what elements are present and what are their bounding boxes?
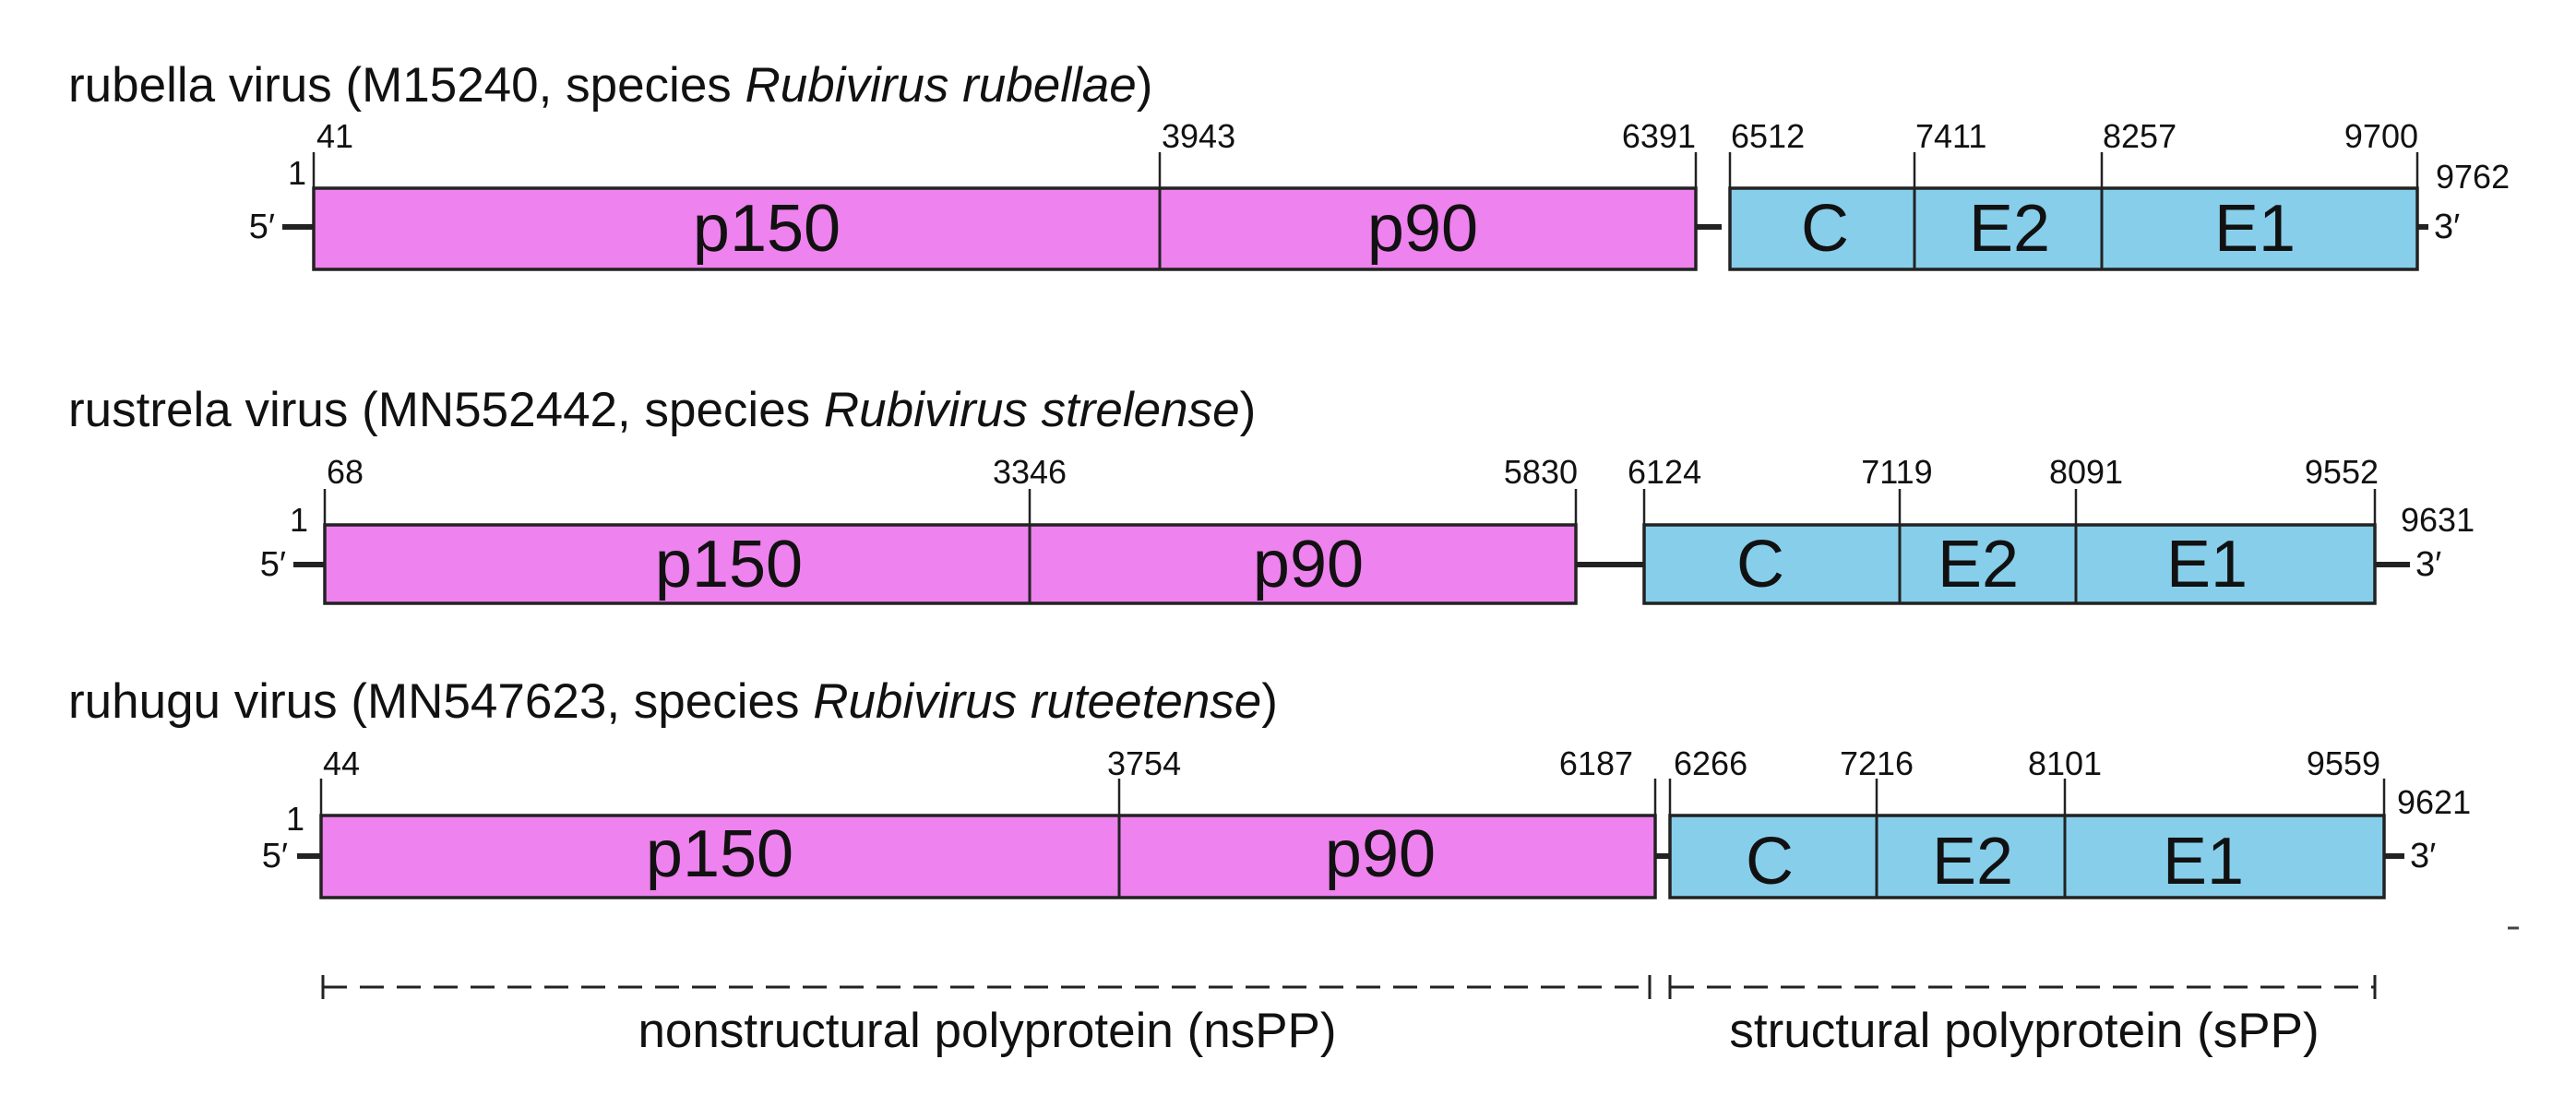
segment-label-e2: E2 [1932, 825, 2013, 899]
nonstructural-polyprotein-label: nonstructural polyprotein (nsPP) [638, 1004, 1336, 1058]
nonstructural-polyprotein-box [319, 814, 1657, 899]
segment-label-e1: E1 [2163, 825, 2244, 899]
genome-end-position: 9631 [2401, 501, 2475, 539]
nonstructural-polyprotein-box [312, 186, 1698, 271]
genome-rubella: rubella virus (M15240, species Rubivirus… [68, 58, 2510, 271]
five-prime-label: 5′ [262, 837, 288, 875]
segment-label-p150: p150 [693, 192, 841, 266]
genome-end-position: 9762 [2436, 158, 2510, 196]
polyprotein-brackets: nonstructural polyprotein (nsPP) structu… [321, 975, 2377, 1058]
three-prime-label: 3′ [2415, 545, 2441, 584]
three-prime-label: 3′ [2434, 208, 2460, 246]
position-label: 6391 [1622, 117, 1696, 155]
structural-polyprotein-box [1668, 814, 2386, 899]
genome-rustrela: rustrela virus (MN552442, species Rubivi… [68, 383, 2475, 605]
genome-title: rustrela virus (MN552442, species Rubivi… [68, 383, 1256, 437]
position-label: 5830 [1504, 453, 1578, 491]
position-label: 8091 [2049, 453, 2123, 491]
genome-start-position: 1 [286, 800, 304, 838]
segment-label-p150: p150 [646, 817, 793, 891]
position-label: 8257 [2103, 117, 2176, 155]
position-label: 7119 [1861, 453, 1932, 491]
segment-label-p150: p150 [655, 528, 803, 601]
segment-label-c: C [1736, 528, 1784, 601]
five-prime-label: 5′ [260, 545, 286, 584]
structural-polyprotein-box [1728, 186, 2419, 271]
position-label: 9559 [2307, 744, 2380, 782]
segment-label-e1: E1 [2166, 528, 2248, 601]
genome-title: ruhugu virus (MN547623, species Rubiviru… [68, 674, 1278, 729]
structural-polyprotein-box [1642, 523, 2377, 605]
position-label: 9700 [2344, 117, 2418, 155]
position-label: 3754 [1107, 744, 1181, 782]
structural-polyprotein-label: structural polyprotein (sPP) [1729, 1004, 2319, 1058]
segment-label-p90: p90 [1325, 817, 1436, 891]
segment-label-c: C [1746, 825, 1794, 899]
position-label: 6187 [1559, 744, 1633, 782]
three-prime-label: 3′ [2410, 837, 2436, 875]
position-label: 9552 [2305, 453, 2379, 491]
genome-start-position: 1 [290, 501, 308, 539]
segment-label-c: C [1801, 192, 1849, 266]
genome-end-position: 9621 [2397, 783, 2471, 821]
segment-label-p90: p90 [1253, 528, 1364, 601]
segment-label-e2: E2 [1969, 192, 2050, 266]
five-prime-label: 5′ [249, 208, 275, 246]
segment-label-e2: E2 [1938, 528, 2019, 601]
genome-start-position: 1 [288, 154, 306, 192]
position-label: 6512 [1731, 117, 1805, 155]
position-label: 7411 [1915, 117, 1986, 155]
nonstructural-polyprotein-box [323, 523, 1578, 605]
position-label: 7216 [1840, 744, 1914, 782]
position-label: 6266 [1674, 744, 1747, 782]
position-label: 44 [323, 744, 360, 782]
position-label: 8101 [2028, 744, 2102, 782]
genome-title: rubella virus (M15240, species Rubivirus… [68, 58, 1152, 113]
position-label: 6124 [1628, 453, 1701, 491]
position-label: 41 [316, 117, 353, 155]
segment-label-e1: E1 [2214, 192, 2296, 266]
genome-ruhugu: ruhugu virus (MN547623, species Rubiviru… [68, 674, 2471, 899]
position-label: 3943 [1162, 117, 1235, 155]
segment-label-p90: p90 [1367, 192, 1478, 266]
position-label: 3346 [993, 453, 1067, 491]
position-label: 68 [327, 453, 364, 491]
